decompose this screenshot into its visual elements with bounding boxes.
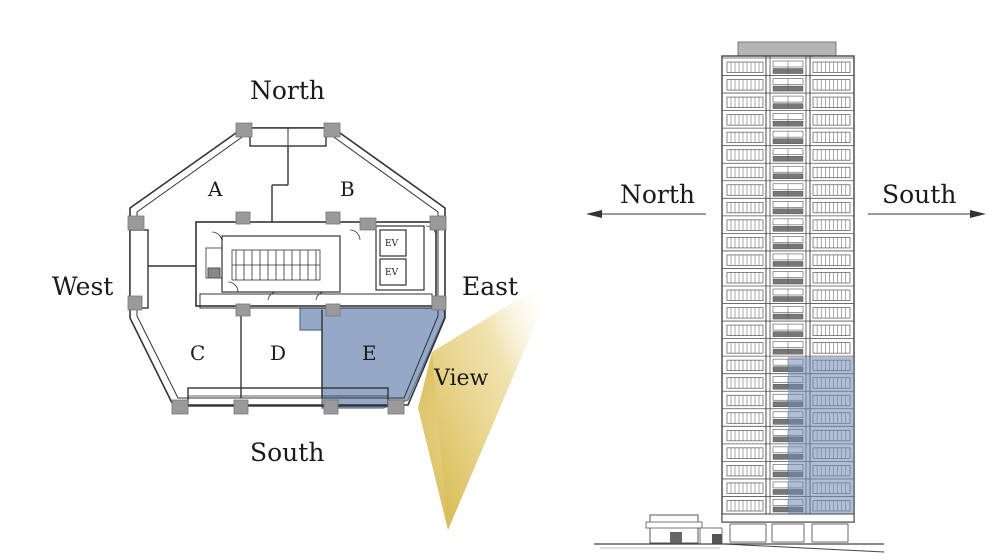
unit-e-highlight [299, 307, 446, 409]
compass-south: South [250, 438, 325, 467]
elevator-label-2: EV [385, 268, 399, 278]
unit-label-b: B [340, 177, 355, 201]
compass-north: North [250, 76, 326, 105]
building-elevation [594, 41, 885, 553]
elevator-shaft-2 [379, 258, 407, 286]
columns [127, 122, 447, 415]
view-cone [418, 276, 556, 530]
elevation-north-label: North [620, 180, 696, 209]
arrow-north [586, 210, 706, 218]
stairs [231, 249, 321, 281]
arrow-south [868, 210, 986, 218]
unit-label-e: E [362, 341, 377, 365]
unit-label-d: D [270, 341, 286, 365]
unit-label-a: A [207, 177, 223, 201]
compass-west: West [52, 272, 114, 301]
elevator-shaft-1 [379, 229, 407, 257]
view-label: View [434, 366, 489, 391]
floor-plan: A B C D E EV EV [127, 122, 447, 415]
compass-east: East [462, 272, 519, 301]
floor-bands [722, 57, 854, 513]
elevation-highlight [788, 357, 854, 514]
unit-label-c: C [190, 341, 205, 365]
elevator-label-1: EV [385, 239, 399, 249]
elevation-south-label: South [882, 180, 957, 209]
